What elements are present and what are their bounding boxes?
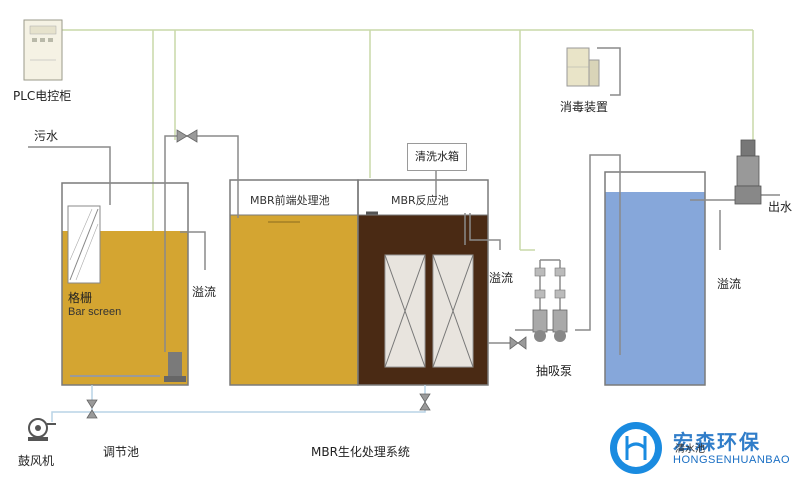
plc-cabinet — [23, 19, 63, 81]
blower — [28, 418, 56, 441]
equalization-tank — [61, 182, 189, 386]
brand-name-en: HONGSENHUANBAO — [673, 454, 791, 466]
mbr-reactor-tank — [357, 179, 489, 386]
outlet-pump — [734, 139, 762, 205]
suction-pump-2 — [552, 267, 568, 342]
membrane-module-1 — [384, 254, 426, 368]
blower-label: 鼓风机 — [18, 454, 55, 468]
logo-mark — [610, 422, 662, 474]
overflow-label-2: 溢流 — [489, 271, 514, 285]
mbr-reactor-label: MBR反应池 — [391, 194, 449, 207]
control-lines — [62, 29, 754, 251]
clear-tank-label: 清水池 — [675, 444, 705, 455]
brand-logo: 宏森环保 HONGSENHUANBAO 清水池 — [607, 420, 797, 476]
suction-pumps — [532, 267, 568, 342]
disinfection-device — [566, 47, 600, 87]
equalization-label: 调节池 — [103, 445, 140, 459]
membrane-module-2 — [432, 254, 474, 368]
overflow-label-1: 溢流 — [192, 285, 217, 299]
suction-pump-1 — [532, 267, 548, 342]
suction-pump-label: 抽吸泵 — [536, 364, 573, 378]
mbr-system-label: MBR生化处理系统 — [311, 445, 410, 459]
outlet-label: 出水 — [768, 200, 793, 214]
clear-water-tank — [604, 171, 706, 386]
bar-screen-label-en: Bar screen — [68, 306, 122, 318]
plc-label: PLC电控柜 — [13, 89, 72, 103]
wash-tank-box: 清洗水箱 — [407, 143, 467, 171]
valves — [86, 129, 527, 419]
bar-screen-label-cn: 格栅 — [68, 291, 93, 305]
disinfection-label: 消毒装置 — [560, 100, 609, 114]
brand-name-cn: 宏森环保 — [673, 430, 761, 454]
mbr-pretreatment-tank — [229, 179, 359, 386]
overflow-label-3: 溢流 — [717, 277, 742, 291]
sewage-label: 污水 — [34, 129, 59, 143]
mbr-pretreatment-label: MBR前端处理池 — [250, 194, 330, 207]
